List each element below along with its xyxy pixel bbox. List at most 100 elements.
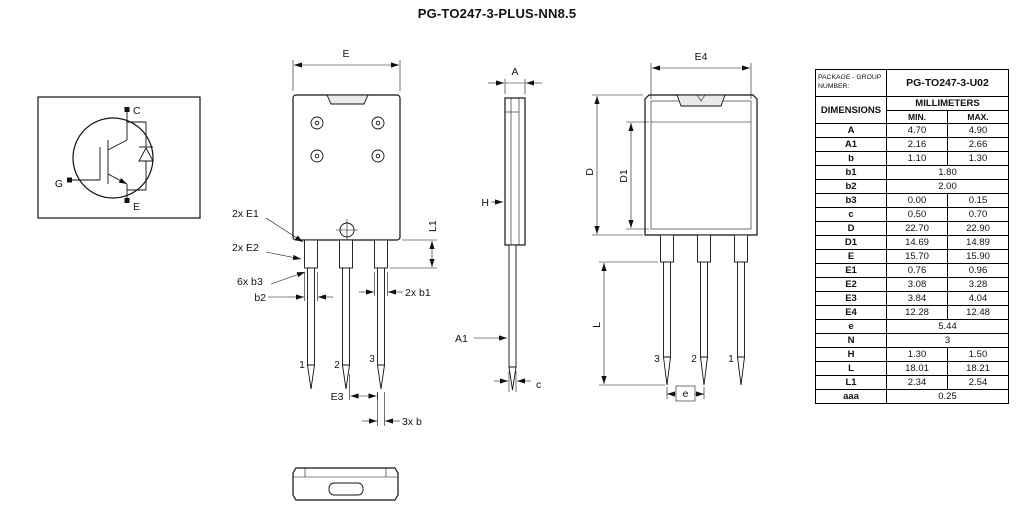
dimension-table-container: PACKAGE - GROUP NUMBER: PG-TO247-3-U02 D… <box>815 69 1009 404</box>
dim-name-cell: D1 <box>815 235 887 250</box>
dim-e-pitch-label: e <box>683 388 689 400</box>
package-group-label: PACKAGE - GROUP NUMBER: <box>815 69 887 97</box>
bottom-view <box>292 467 399 501</box>
span-value-cell: 2.00 <box>886 179 1009 194</box>
package-group-value: PG-TO247-3-U02 <box>886 69 1009 97</box>
dim-l1: L1 <box>390 220 439 269</box>
dim-b-front: 3x b <box>362 392 422 428</box>
min-value-cell: 2.16 <box>886 137 948 152</box>
dimensions-header: DIMENSIONS <box>815 96 887 124</box>
dim-name-cell: b3 <box>815 193 887 208</box>
max-value-cell: 14.89 <box>947 235 1009 250</box>
max-value-cell: 3.28 <box>947 277 1009 292</box>
max-header: MAX. <box>947 110 1009 124</box>
min-value-cell: 0.00 <box>886 193 948 208</box>
dim-l-label: L <box>591 322 603 328</box>
dim-d-label: D <box>584 168 596 176</box>
max-value-cell: 2.54 <box>947 375 1009 390</box>
front-pin2-label: 2 <box>334 360 340 371</box>
dim-e3-label: E3 <box>331 391 344 403</box>
max-value-cell: 4.04 <box>947 291 1009 306</box>
dim-e2-callout: 2x E2 <box>232 242 302 260</box>
dim-d1: D1 <box>618 121 649 230</box>
dim-name-cell: H <box>815 347 887 362</box>
gate-label: G <box>55 178 63 190</box>
dim-name-cell: E4 <box>815 305 887 320</box>
dim-h-label: H <box>481 197 489 209</box>
dim-c: c <box>494 371 541 392</box>
min-value-cell: 1.10 <box>886 151 948 166</box>
span-value-cell: 1.80 <box>886 165 1009 180</box>
dim-name-cell: E1 <box>815 263 887 278</box>
emitter-label: E <box>133 201 140 213</box>
dim-name-cell: b <box>815 151 887 166</box>
dim-l1-label: L1 <box>427 220 439 232</box>
dim-name-cell: L <box>815 361 887 376</box>
front-view: 1 2 3 <box>292 94 401 390</box>
min-value-cell: 3.84 <box>886 291 948 306</box>
back-pin1-label: 1 <box>728 354 734 365</box>
max-value-cell: 2.66 <box>947 137 1009 152</box>
span-value-cell: 5.44 <box>886 319 1009 334</box>
span-value-cell: 3 <box>886 333 1009 348</box>
dim-e4: E4 <box>650 51 752 99</box>
dim-b-label: 3x b <box>402 416 422 428</box>
dim-name-cell: D <box>815 221 887 236</box>
max-value-cell: 0.96 <box>947 263 1009 278</box>
dim-name-cell: E2 <box>815 277 887 292</box>
dim-b3-label: 6x b3 <box>237 276 263 288</box>
min-header: MIN. <box>886 110 948 124</box>
dim-h: H <box>481 197 503 209</box>
dim-e2-label: 2x E2 <box>232 242 259 254</box>
min-value-cell: 18.01 <box>886 361 948 376</box>
max-value-cell: 1.30 <box>947 151 1009 166</box>
package-group-row: PACKAGE - GROUP NUMBER: PG-TO247-3-U02 <box>815 69 1009 97</box>
min-value-cell: 15.70 <box>886 249 948 264</box>
back-pin2-label: 2 <box>691 354 697 365</box>
dim-d: D <box>584 94 643 236</box>
dim-e-pitch: e <box>666 385 705 402</box>
back-view: 3 2 1 <box>644 94 758 386</box>
max-value-cell: 0.15 <box>947 193 1009 208</box>
dim-c-label: c <box>536 379 541 391</box>
max-value-cell: 15.90 <box>947 249 1009 264</box>
min-value-cell: 4.70 <box>886 123 948 138</box>
dim-e-label: E <box>342 48 349 60</box>
dim-b2: b2 <box>254 272 333 304</box>
dim-name-cell: A1 <box>815 137 887 152</box>
dim-name-cell: c <box>815 207 887 222</box>
span-value-cell: 0.25 <box>886 389 1009 404</box>
min-value-cell: 22.70 <box>886 221 948 236</box>
max-value-cell: 12.48 <box>947 305 1009 320</box>
dim-name-cell: aaa <box>815 389 887 404</box>
dim-name-cell: E <box>815 249 887 264</box>
dim-e1-label: 2x E1 <box>232 208 259 220</box>
min-value-cell: 0.76 <box>886 263 948 278</box>
dim-name-cell: b2 <box>815 179 887 194</box>
back-pin3-label: 3 <box>654 354 660 365</box>
dim-e1-callout: 2x E1 <box>232 208 304 243</box>
max-value-cell: 22.90 <box>947 221 1009 236</box>
dim-b1: 2x b1 <box>359 272 431 299</box>
dim-a: A <box>488 66 542 94</box>
min-value-cell: 1.30 <box>886 347 948 362</box>
front-pin3-label: 3 <box>369 354 375 365</box>
symbol-box <box>37 96 201 219</box>
dim-a-label: A <box>511 66 518 78</box>
